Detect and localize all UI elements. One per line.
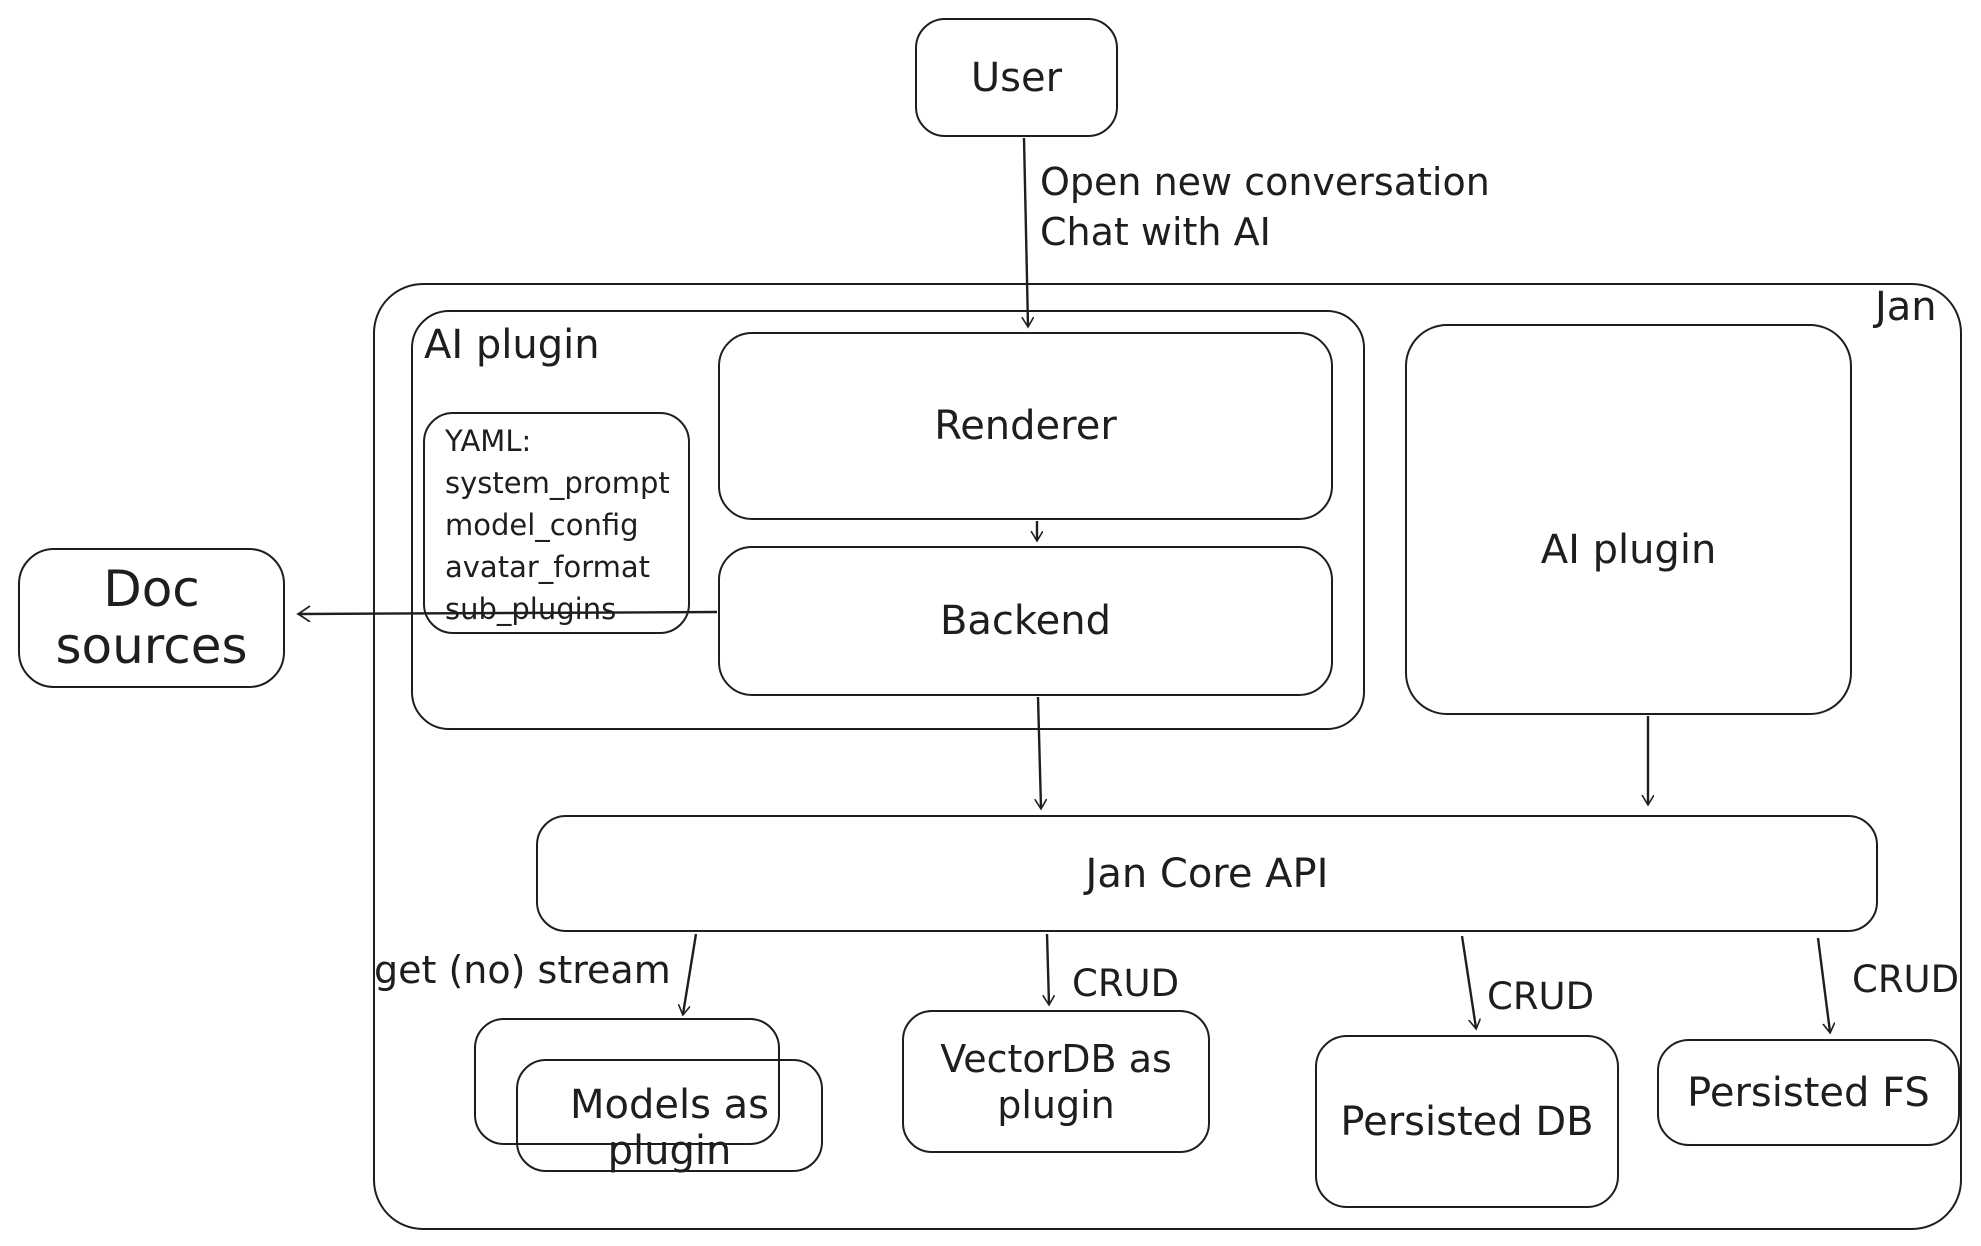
- jan-container: [373, 283, 1962, 1230]
- edge-label-get-no-stream: get (no) stream: [374, 948, 671, 992]
- edge-label-crud-vectordb: CRUD: [1072, 962, 1180, 1005]
- yaml-note-line-1: YAML:: [445, 424, 532, 458]
- models-plugin-node-front: [516, 1059, 823, 1172]
- arrow-api-to-vectordb: [1047, 933, 1049, 1004]
- models-plugin-label-line-2: plugin: [607, 1128, 732, 1174]
- edge-label-crud-persisted-db: CRUD: [1487, 975, 1595, 1018]
- arrow-api-to-models-plugin: [683, 933, 698, 1014]
- edge-label-open-conversation: Open new conversation: [1040, 160, 1490, 204]
- vectordb-plugin-node: VectorDB as plugin: [902, 1010, 1210, 1153]
- persisted-db-node: Persisted DB: [1315, 1035, 1619, 1208]
- arrow-backend-to-doc-sources: [300, 612, 718, 614]
- vectordb-plugin-label-line-1: VectorDB as: [940, 1036, 1172, 1081]
- vectordb-plugin-label-line-2: plugin: [997, 1082, 1115, 1127]
- persisted-db-label: Persisted DB: [1340, 1098, 1594, 1145]
- arrow-backend-to-jan-core-api: [1038, 696, 1041, 808]
- arrow-api-to-persisted-db: [1460, 935, 1476, 1028]
- jan-container-label: Jan: [1875, 284, 1937, 330]
- doc-sources-node: Doc sources: [18, 548, 285, 688]
- yaml-note: YAML: system_prompt model_config avatar_…: [423, 412, 690, 634]
- backend-node-label: Backend: [939, 598, 1112, 644]
- backend-node: Backend: [718, 546, 1333, 696]
- models-plugin-label-line-1: Models as: [569, 1082, 769, 1128]
- ai-plugin-left-label: AI plugin: [424, 322, 600, 368]
- ai-plugin-left-container: [411, 310, 1365, 730]
- models-plugin-label: Models as plugin: [516, 1082, 823, 1174]
- user-node: User: [915, 18, 1118, 137]
- renderer-node: Renderer: [718, 332, 1333, 520]
- doc-sources-label: Doc sources: [55, 559, 248, 675]
- models-plugin-node-back: [474, 1018, 780, 1145]
- edge-label-crud-persisted-fs: CRUD: [1852, 958, 1960, 1001]
- ai-plugin-right-node: AI plugin: [1405, 324, 1852, 715]
- renderer-node-label: Renderer: [934, 403, 1117, 449]
- edge-label-chat-with-ai: Chat with AI: [1040, 210, 1271, 254]
- yaml-note-line-3: model_config: [445, 508, 639, 542]
- jan-core-api-label: Jan Core API: [1085, 850, 1329, 897]
- user-node-label: User: [970, 54, 1063, 101]
- ai-plugin-right-label: AI plugin: [1540, 526, 1717, 573]
- yaml-note-line-4: avatar_format: [445, 550, 651, 584]
- yaml-note-line-5: sub_plugins: [445, 592, 617, 626]
- arrow-user-to-renderer: [1024, 137, 1028, 326]
- yaml-note-line-2: system_prompt: [445, 466, 670, 500]
- persisted-fs-label: Persisted FS: [1687, 1069, 1930, 1116]
- jan-core-api-node: Jan Core API: [536, 815, 1878, 932]
- arrow-api-to-persisted-fs: [1816, 937, 1830, 1032]
- persisted-fs-node: Persisted FS: [1657, 1039, 1960, 1146]
